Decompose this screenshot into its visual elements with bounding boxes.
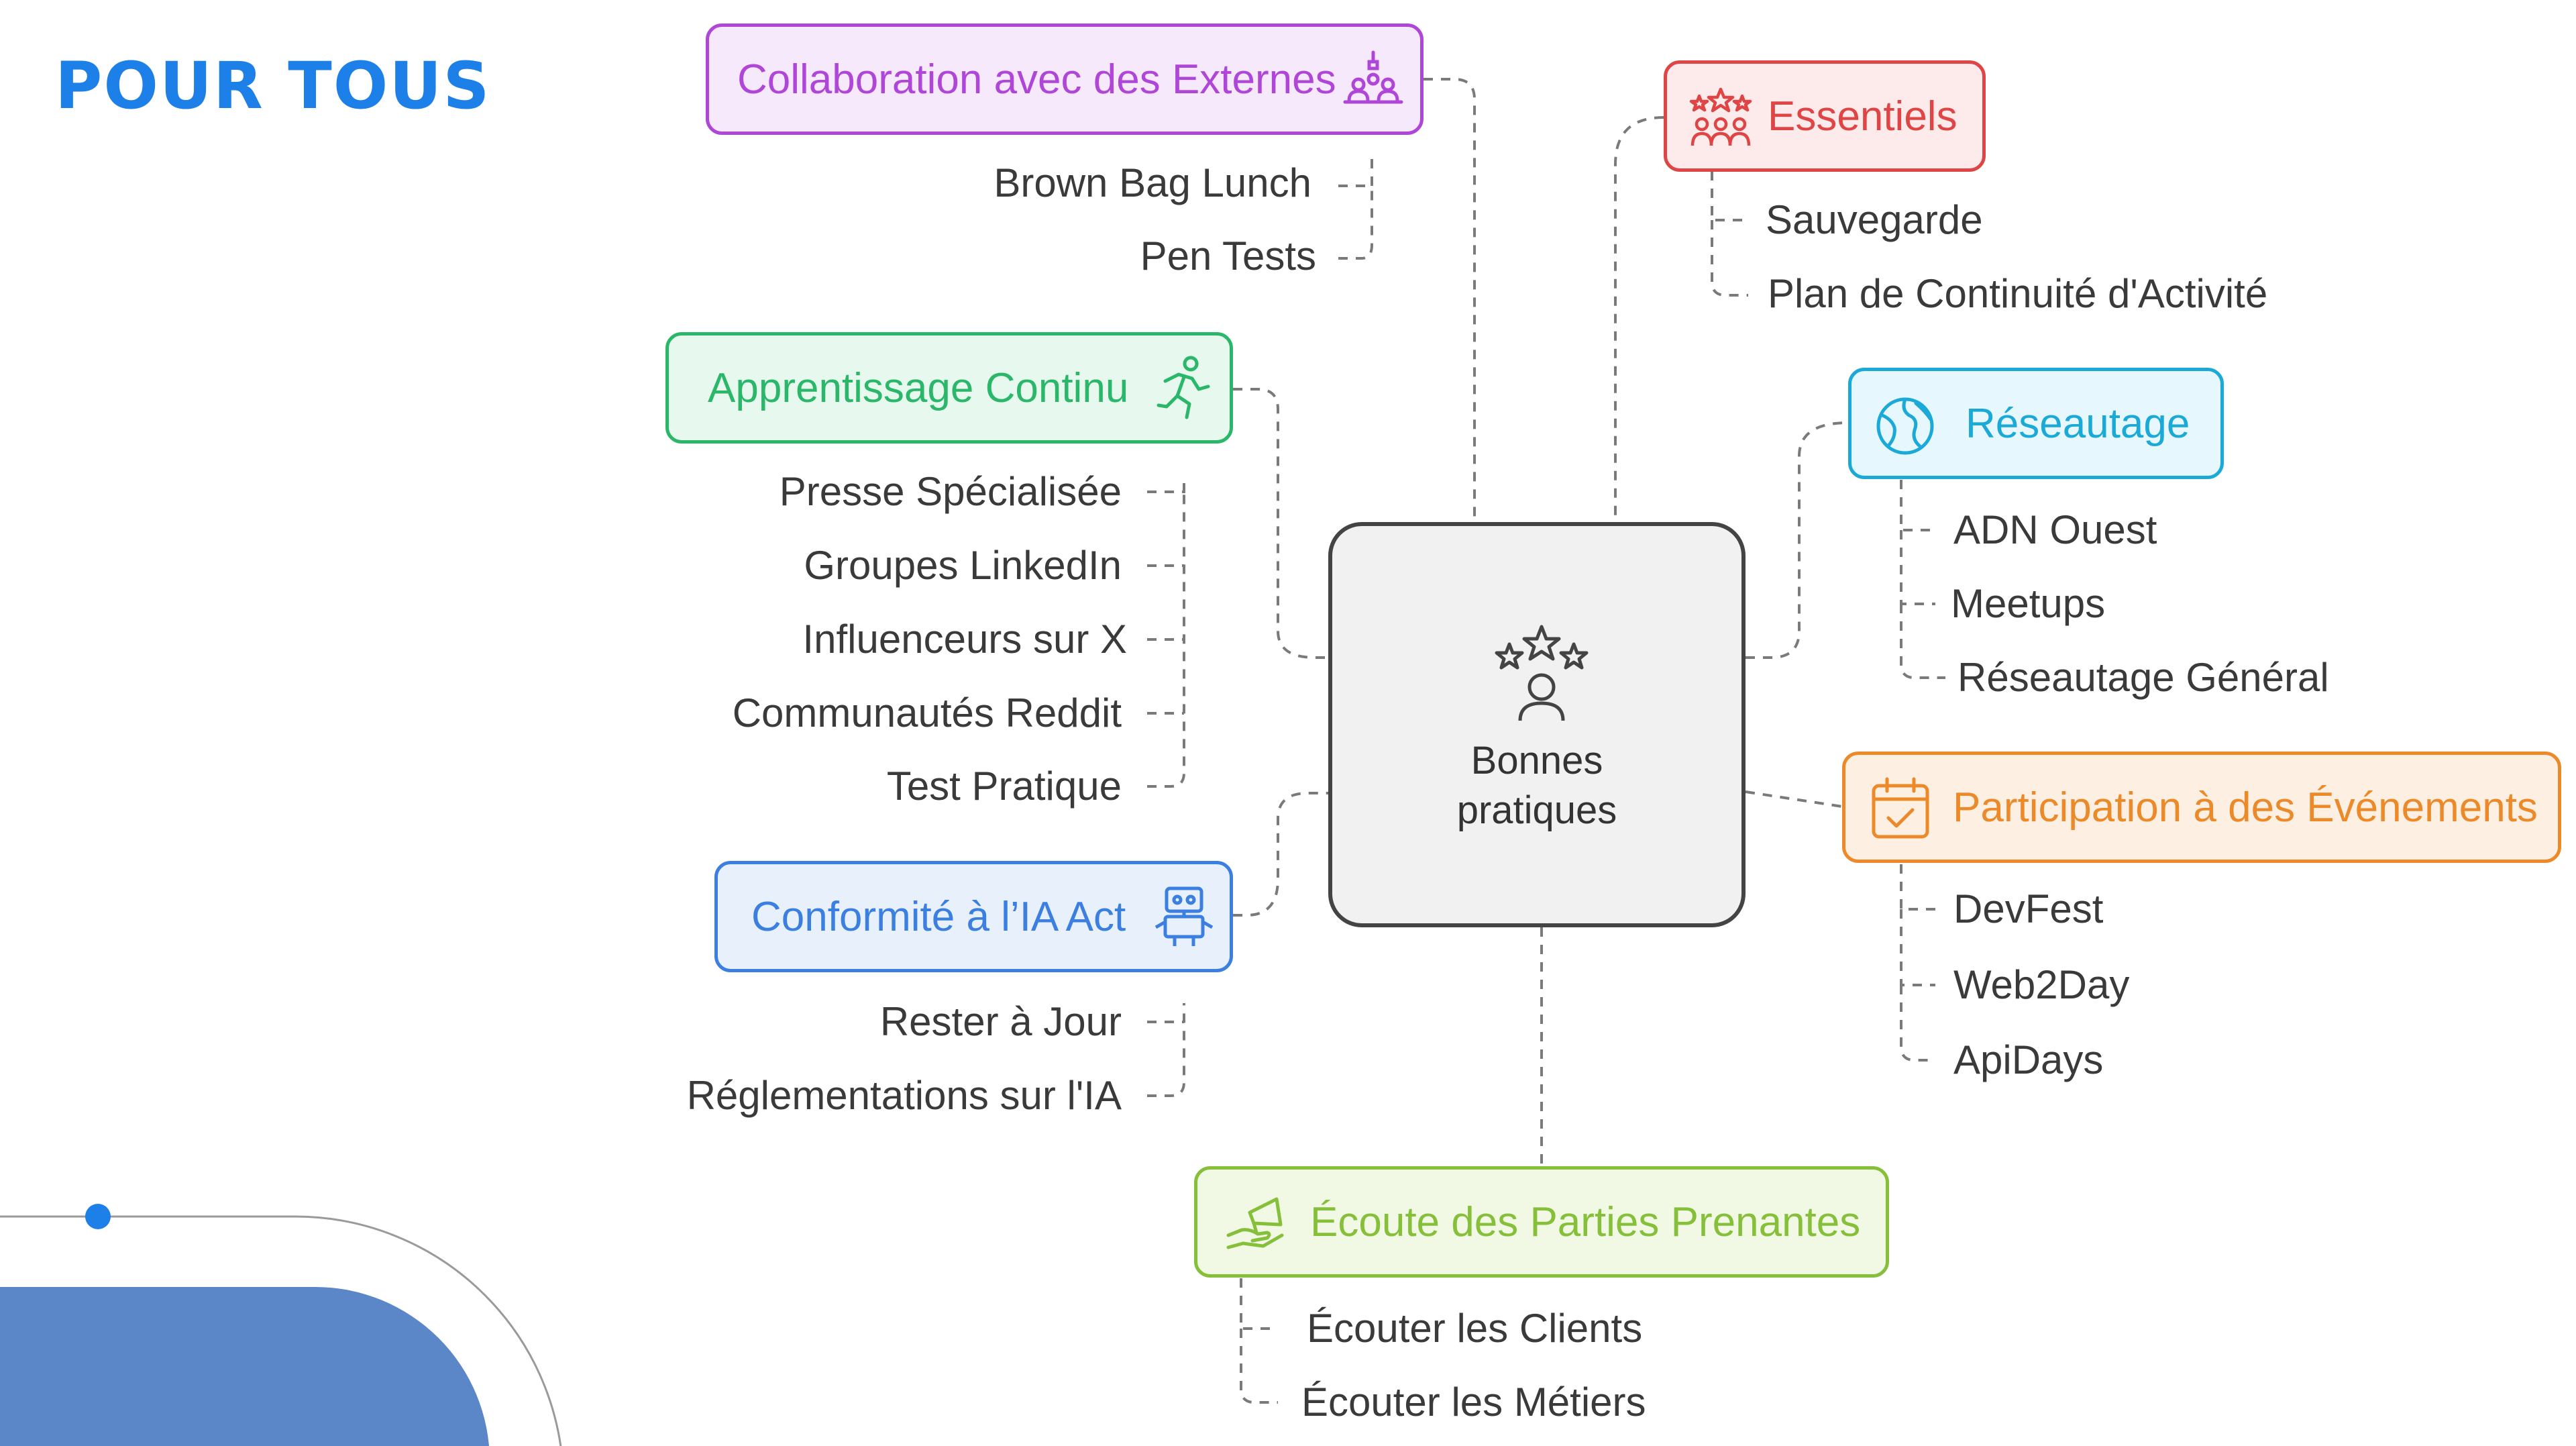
- branch-label: Collaboration avec des Externes: [737, 56, 1336, 103]
- branch-label: Apprentissage Continu: [708, 364, 1129, 411]
- globe-icon: [1876, 397, 1934, 455]
- leaf-ecouter-clients: Écouter les Clients: [1307, 1306, 1643, 1351]
- branch-reseautage[interactable]: Réseautage: [1848, 368, 2224, 479]
- robot-icon: [1155, 886, 1214, 946]
- page-title: POUR TOUS: [55, 48, 491, 123]
- leaf-ecouter-metiers: Écouter les Métiers: [1301, 1380, 1646, 1425]
- people-meeting-icon: [1343, 50, 1403, 104]
- leaf-reglementations-ia: Réglementations sur l'IA: [686, 1073, 1122, 1118]
- center-node[interactable]: Bonnes pratiques: [1328, 522, 1746, 927]
- leaf-test-pratique: Test Pratique: [886, 764, 1122, 809]
- leaf-brown-bag-lunch: Brown Bag Lunch: [994, 160, 1311, 205]
- team-stars-icon: [1689, 87, 1752, 146]
- leaf-presse-specialisee: Presse Spécialisée: [779, 469, 1122, 514]
- leaf-reseautage-general: Réseautage Général: [1957, 655, 2329, 700]
- leaf-pen-tests: Pen Tests: [1140, 234, 1316, 278]
- branch-label: Réseautage: [1966, 400, 2190, 447]
- branch-ecoute[interactable]: Écoute des Parties Prenantes: [1194, 1166, 1889, 1278]
- branch-label: Écoute des Parties Prenantes: [1310, 1198, 1861, 1245]
- branch-label: Essentiels: [1768, 93, 1957, 140]
- branch-conformite[interactable]: Conformité à l’IA Act: [714, 861, 1233, 972]
- leaf-web2day: Web2Day: [1953, 962, 2130, 1007]
- branch-label: Participation à des Événements: [1953, 784, 2538, 831]
- running-person-icon: [1157, 356, 1210, 419]
- leaf-devfest: DevFest: [1953, 886, 2104, 931]
- leaf-sauvegarde: Sauvegarde: [1766, 197, 1983, 242]
- branch-apprentissage[interactable]: Apprentissage Continu: [665, 332, 1233, 444]
- branch-label: Conformité à l’IA Act: [751, 893, 1126, 940]
- center-label: Bonnes pratiques: [1456, 739, 1617, 832]
- leaf-adn-ouest: ADN Ouest: [1953, 507, 2157, 552]
- leaf-apidays: ApiDays: [1953, 1037, 2104, 1082]
- branch-essentiels[interactable]: Essentiels: [1664, 60, 1986, 172]
- leaf-meetups: Meetups: [1951, 581, 2106, 626]
- calendar-check-icon: [1872, 777, 1929, 839]
- leaf-influenceurs-x: Influenceurs sur X: [802, 617, 1127, 662]
- branch-evenements[interactable]: Participation à des Événements: [1842, 752, 2561, 863]
- leaf-groupes-linkedin: Groupes LinkedIn: [804, 543, 1122, 588]
- decorative-dot: [85, 1204, 111, 1229]
- person-stars-icon: [1495, 625, 1589, 721]
- leaf-rester-a-jour: Rester à Jour: [879, 999, 1122, 1044]
- branch-collaboration[interactable]: Collaboration avec des Externes: [706, 23, 1424, 135]
- leaf-plan-continuite: Plan de Continuité d'Activité: [1768, 271, 2268, 316]
- hand-megaphone-icon: [1226, 1197, 1284, 1249]
- leaf-communautes-reddit: Communautés Reddit: [732, 690, 1122, 735]
